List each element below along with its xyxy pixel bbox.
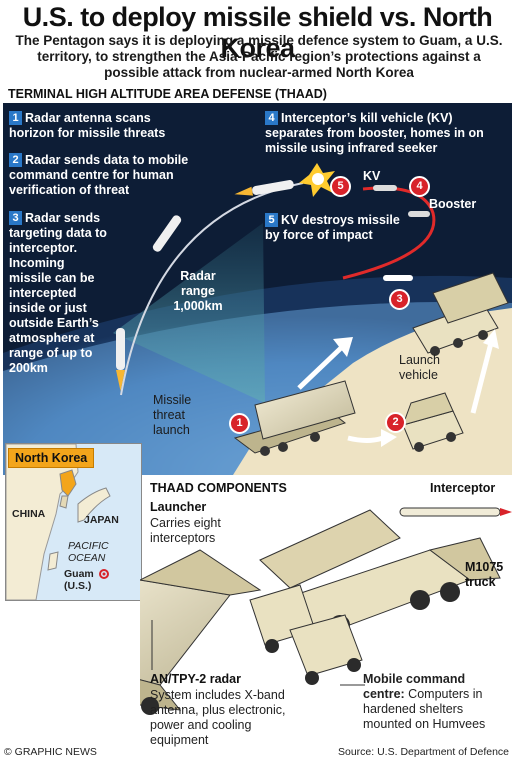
launcher-body: Carries eight interceptors [150,516,221,545]
launcher-title: Launcher [150,500,207,514]
components-svg [140,507,512,715]
command-body: Computers in hardened shelters mounted o… [363,687,486,731]
badge-2: 2 [385,412,406,433]
command-block: Mobile command centre: Computers in hard… [363,672,503,732]
radar-beam [113,223,265,403]
step-5-text: KV destroys missile by force of impact [265,213,400,242]
interceptor-trajectory [342,186,436,280]
badge-3: 3 [389,289,410,310]
map-label-guam: Guam (U.S.) [64,568,94,592]
guam-marker [99,569,109,579]
japan-shape [77,487,111,523]
missile-threat-label: Missile threat launch [153,393,192,437]
step-4-text: Interceptor’s kill vehicle (KV) separate… [265,111,484,155]
threat-missile-1 [116,328,125,391]
components-title: THAAD COMPONENTS [150,481,287,495]
radar-graphic [140,549,262,715]
launch-vehicle-small [412,272,509,356]
badge-1: 1 [229,413,250,434]
arrow-command-to-launcher [470,342,494,414]
arrow-head-3 [483,329,499,349]
booster [408,211,430,217]
footer-credit: © GRAPHIC NEWS [4,746,97,758]
step-2-number: 2 [9,153,22,167]
badge-5: 5 [330,176,351,197]
section-title: TERMINAL HIGH ALTITUDE AREA DEFENSE (THA… [8,87,327,101]
headline: U.S. to deploy missile shield vs. North … [22,2,493,63]
threat-missile-3 [234,180,294,196]
interceptor-graphic [399,507,512,517]
north-korea-tag: North Korea [8,448,95,468]
arrow-head-1 [333,337,353,357]
arrow-radar-to-command [347,435,384,443]
step-5-number: 5 [265,213,278,227]
north-korea-shape [59,469,77,497]
step-3-number: 3 [9,211,22,225]
kv-label: KV [363,169,381,183]
impact-explosion [299,163,335,197]
truck-label: M1075 truck [465,560,504,589]
launcher-truck-graphic [259,509,501,645]
map-label-china: CHINA [12,508,46,520]
kill-vehicle [373,185,397,191]
step-2-text: Radar sends data to mobile command centr… [9,153,189,197]
booster-label: Booster [429,197,477,211]
radar-unit-small [233,380,356,456]
map-label-japan: JAPAN [84,514,119,526]
interceptor-missile [383,275,413,281]
command-vehicle-small [402,392,464,452]
threat-missile-2 [152,215,182,252]
radar-range-label: Radar range 1,000km [173,269,223,313]
arrow-head-2 [381,429,397,447]
humvee-2-graphic [289,614,363,685]
step-1-text: Radar antenna scans horizon for missile … [9,111,166,140]
interceptor-label: Interceptor [430,481,496,495]
launch-vehicle-label: Launch vehicle [399,353,441,382]
radar-body: System includes X-band antenna, plus ele… [150,688,286,747]
map-label-pacific: PACIFIC OCEAN [68,540,109,564]
arrow-radar-to-interceptor [297,346,343,390]
locator-map: North Korea CHINA JAPAN PACIFIC OCEAN Gu… [5,443,142,601]
step-4-number: 4 [265,111,278,125]
command-title: Mobile command centre: [363,672,466,701]
step-1-number: 1 [9,111,22,125]
subhead: The Pentagon says it is deploying a miss… [15,33,503,80]
taiwan-shape [47,551,59,571]
badge-4: 4 [409,176,430,197]
step-3-text: Radar sends targeting data to intercepto… [9,211,107,375]
missile-trajectory [120,182,304,396]
south-korea-shape [59,495,69,509]
footer-source: Source: U.S. Department of Defence [338,746,509,758]
radar-title: AN/TPY-2 radar [150,672,242,686]
hero-scene-svg [3,163,512,475]
